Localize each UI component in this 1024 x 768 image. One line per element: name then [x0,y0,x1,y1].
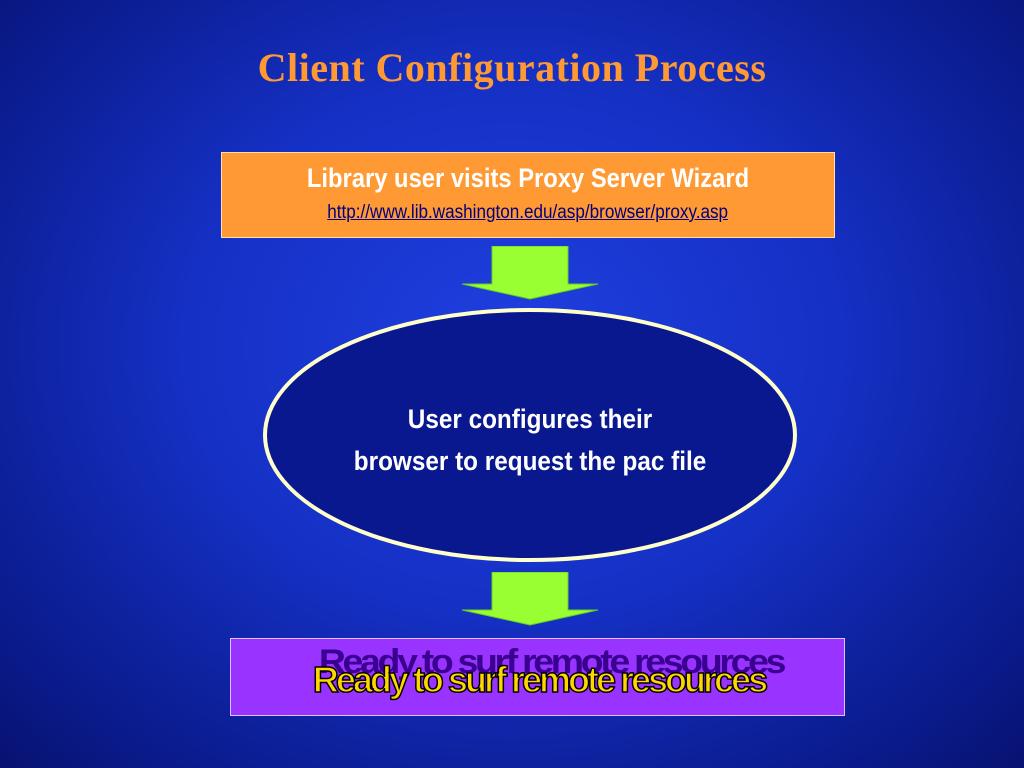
step3-wordart-shadow: Ready to surf remote resources [318,643,787,681]
step1-heading: Library user visits Proxy Server Wizard [306,163,750,193]
step2-ellipse [263,308,797,562]
step2-line2: browser to request the pac file [353,446,707,476]
down-arrow-icon [461,572,599,626]
proxy-wizard-link[interactable]: http://www.lib.washington.edu/asp/browse… [327,202,729,223]
slide-title: Client Configuration Process [257,45,767,90]
step3-wordart: Ready to surf remote resources [312,658,769,701]
down-arrow-icon [461,246,599,300]
step1-box: Library user visits Proxy Server Wizard … [221,152,835,238]
step3-box: Ready to surf remote resources Ready to … [230,638,845,716]
step2-text: User configures their browser to request… [280,398,780,482]
step2-line1: User configures their [407,404,653,434]
